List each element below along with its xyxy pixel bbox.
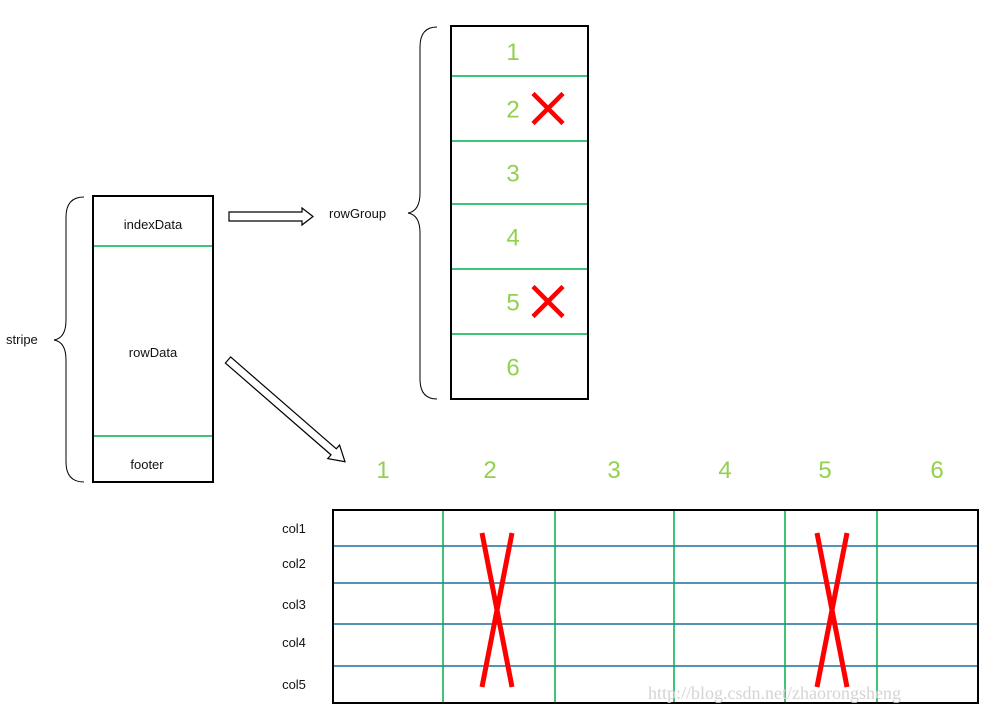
column-number: 5 bbox=[818, 457, 831, 484]
red-x-icon bbox=[814, 532, 850, 688]
red-x-icon bbox=[479, 532, 515, 688]
column-number: 4 bbox=[718, 457, 731, 484]
column-number: 6 bbox=[930, 457, 943, 484]
column-table-box bbox=[332, 509, 979, 704]
column-number: 3 bbox=[607, 457, 620, 484]
rowgroup-row-number: 1 bbox=[506, 39, 519, 66]
column-numbers: 1 2 3 4 5 6 bbox=[376, 457, 943, 484]
rowgroup-row-number: 2 bbox=[506, 97, 519, 124]
table-row-label: col2 bbox=[282, 556, 306, 571]
footer-label: footer bbox=[130, 457, 164, 472]
rowgroup-row-number: 3 bbox=[506, 161, 519, 188]
table-row-label: col4 bbox=[282, 635, 306, 650]
table-row-labels: col1 col2 col3 col4 col5 bbox=[282, 521, 306, 692]
red-x-icon bbox=[531, 284, 565, 319]
column-number: 2 bbox=[483, 457, 496, 484]
rowgroup-row-number: 5 bbox=[506, 290, 519, 317]
table-row-label: col5 bbox=[282, 677, 306, 692]
table-row-label: col1 bbox=[282, 521, 306, 536]
rowgroup-group: rowGroup 1 2 3 4 5 6 bbox=[329, 25, 589, 400]
red-x-icon bbox=[531, 91, 565, 126]
stripe-brace bbox=[53, 196, 85, 483]
column-number: 1 bbox=[376, 457, 389, 484]
index-data-label: indexData bbox=[124, 217, 183, 232]
watermark: http://blog.csdn.net/zhaorongsheng bbox=[648, 683, 901, 703]
rowgroup-label: rowGroup bbox=[329, 206, 386, 221]
hollow-arrow-diagonal-icon bbox=[224, 356, 346, 463]
column-table-group: 1 2 3 4 5 6 col1 col2 col3 col4 col5 bbox=[282, 457, 979, 704]
row-data-label: rowData bbox=[129, 345, 178, 360]
rowgroup-rows: 1 2 3 4 5 6 bbox=[452, 39, 587, 382]
rowgroup-row-number: 6 bbox=[506, 355, 519, 382]
stripe-label: stripe bbox=[6, 332, 38, 347]
table-row-label: col3 bbox=[282, 597, 306, 612]
hollow-arrow-right-icon bbox=[228, 206, 314, 227]
column-crosses bbox=[479, 532, 850, 688]
rowgroup-row-number: 4 bbox=[506, 225, 519, 252]
stripe-box bbox=[92, 195, 214, 483]
rowgroup-brace bbox=[407, 26, 438, 400]
table-row-lines bbox=[334, 545, 977, 667]
rowgroup-box bbox=[450, 25, 589, 400]
stripe-group: stripe indexData rowData footer bbox=[6, 195, 214, 483]
table-column-lines bbox=[442, 511, 878, 702]
